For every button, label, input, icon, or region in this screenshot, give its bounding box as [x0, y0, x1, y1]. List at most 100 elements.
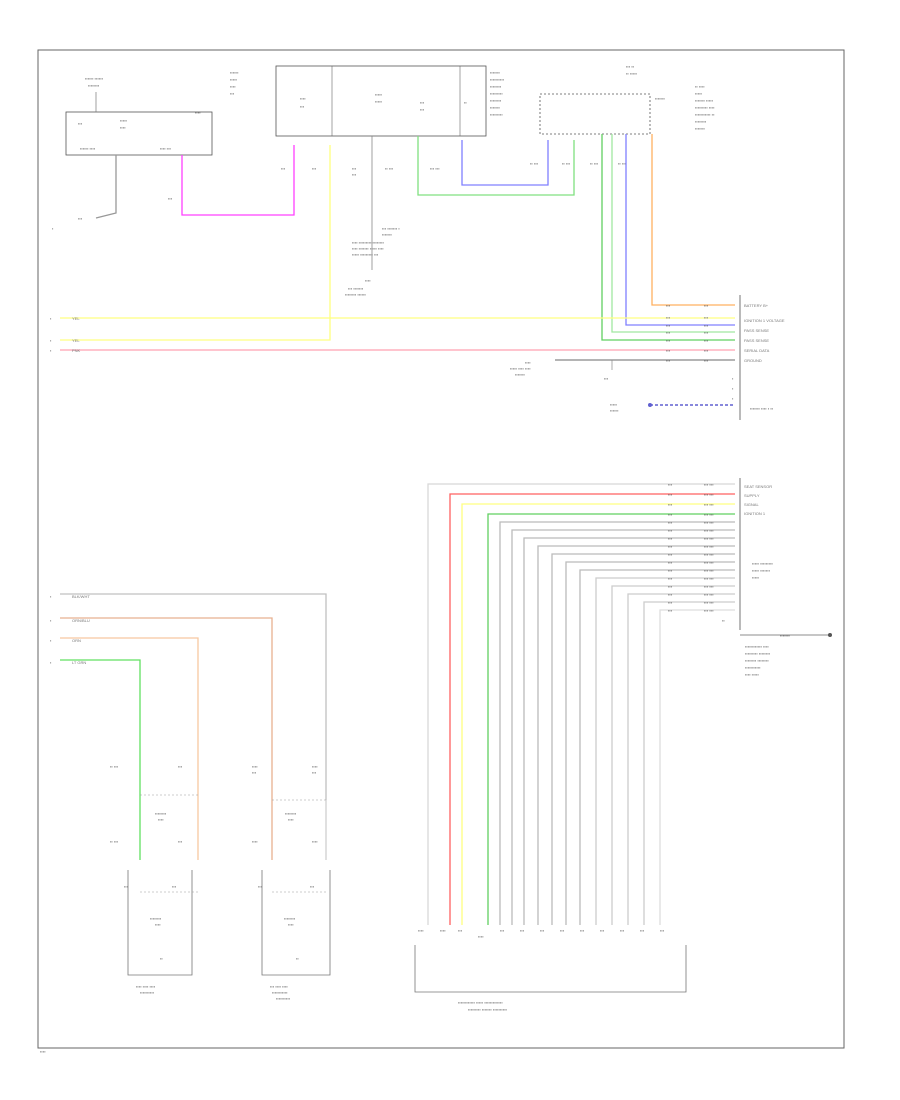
svg-text:▪▪▪ ▪▪: ▪▪▪ ▪▪ [626, 64, 635, 69]
svg-text:▪▪▪: ▪▪▪ [666, 338, 671, 343]
svg-text:▪▪▪: ▪▪▪ [178, 839, 183, 844]
svg-text:▪▪▪: ▪▪▪ [124, 884, 129, 889]
svg-text:▪▪▪: ▪▪▪ [420, 100, 425, 105]
svg-text:▪▪ ▪▪▪: ▪▪ ▪▪▪ [385, 166, 394, 171]
svg-text:▪▪▪▪: ▪▪▪▪ [288, 922, 294, 927]
svg-text:▪▪▪: ▪▪▪ [620, 928, 625, 933]
svg-text:▪▪▪ ▪▪▪: ▪▪▪ ▪▪▪ [704, 608, 714, 613]
svg-text:▪▪▪▪▪: ▪▪▪▪▪ [695, 91, 703, 96]
wire-gray-ground [95, 155, 117, 219]
svg-text:▪▪▪▪▪▪▪▪: ▪▪▪▪▪▪▪▪ [150, 916, 162, 921]
svg-text:▪▪▪ ▪▪▪: ▪▪▪ ▪▪▪ [704, 544, 714, 549]
svg-text:▪▪▪▪▪▪ ▪▪▪▪: ▪▪▪▪▪▪ ▪▪▪▪ [80, 146, 96, 151]
svg-text:▪▪ ▪▪▪: ▪▪ ▪▪▪ [618, 161, 627, 166]
svg-text:▪▪▪: ▪▪▪ [666, 330, 671, 335]
svg-text:▪▪▪ ▪▪▪: ▪▪▪ ▪▪▪ [704, 528, 714, 533]
svg-text:▪▪▪: ▪▪▪ [640, 928, 645, 933]
svg-text:▪▪▪ ▪▪▪▪ ▪▪▪▪: ▪▪▪ ▪▪▪▪ ▪▪▪▪ [270, 984, 288, 989]
svg-text:▪▪▪▪▪▪: ▪▪▪▪▪▪ [230, 70, 239, 75]
svg-text:▪▪▪▪▪▪▪: ▪▪▪▪▪▪▪ [780, 633, 791, 638]
svg-text:▪▪▪▪▪▪▪▪▪▪: ▪▪▪▪▪▪▪▪▪▪ [140, 990, 155, 995]
svg-text:▪▪▪: ▪▪▪ [78, 216, 83, 221]
svg-text:▪▪▪▪▪ ▪▪▪▪▪▪▪: ▪▪▪▪▪ ▪▪▪▪▪▪▪ [752, 568, 771, 573]
svg-text:▪▪▪ ▪▪▪: ▪▪▪ ▪▪▪ [704, 536, 714, 541]
svg-text:▪: ▪ [50, 660, 52, 665]
svg-text:▪▪▪: ▪▪▪ [668, 552, 673, 557]
wire-orange-battery [651, 134, 735, 306]
svg-text:▪▪▪: ▪▪▪ [660, 928, 665, 933]
svg-text:▪▪▪▪▪▪ ▪▪▪▪▪▪: ▪▪▪▪▪▪ ▪▪▪▪▪▪ [85, 76, 104, 81]
svg-text:▪▪▪: ▪▪▪ [668, 608, 673, 613]
svg-text:▪▪▪▪▪▪▪: ▪▪▪▪▪▪▪ [655, 96, 666, 101]
svg-text:▪▪▪: ▪▪▪ [666, 303, 671, 308]
svg-text:▪▪▪: ▪▪▪ [500, 928, 505, 933]
label-ground: GROUND [744, 358, 762, 363]
svg-text:▪▪▪: ▪▪▪ [704, 338, 709, 343]
svg-text:▪▪▪ ▪▪▪: ▪▪▪ ▪▪▪ [704, 600, 714, 605]
svg-text:▪▪▪: ▪▪▪ [352, 172, 357, 177]
label-blk-wht: BLK/WHT [72, 594, 90, 599]
svg-text:▪▪▪: ▪▪▪ [420, 107, 425, 112]
svg-text:▪▪▪▪: ▪▪▪▪ [312, 764, 318, 769]
svg-text:▪▪▪▪▪▪▪: ▪▪▪▪▪▪▪ [382, 232, 393, 237]
svg-text:▪▪: ▪▪ [160, 956, 163, 961]
svg-text:▪▪▪: ▪▪▪ [312, 166, 317, 171]
label-yel-2: YEL [72, 338, 80, 343]
svg-text:▪▪▪: ▪▪▪ [540, 928, 545, 933]
svg-text:▪: ▪ [732, 396, 734, 401]
svg-text:▪: ▪ [52, 226, 54, 231]
svg-text:▪▪▪▪: ▪▪▪▪ [195, 110, 201, 115]
top-left-module: ▪▪▪▪▪▪ ▪▪▪▪▪▪ ▪▪▪▪▪▪▪▪ ▪▪▪ ▪▪▪▪▪ ▪▪▪▪ ▪▪… [65, 76, 213, 156]
label-supply: SUPPLY [744, 493, 760, 498]
svg-text:▪▪ ▪▪▪: ▪▪ ▪▪▪ [110, 839, 119, 844]
svg-text:▪▪▪: ▪▪▪ [668, 600, 673, 605]
svg-text:▪▪▪▪: ▪▪▪▪ [365, 278, 371, 283]
footer-code: ▪▪▪▪ [40, 1049, 46, 1054]
svg-text:▪▪▪▪▪: ▪▪▪▪▪ [375, 92, 383, 97]
right-bank-lower-labels: SEAT SENSOR SUPPLY SIGNAL IGNITION 1 [744, 484, 772, 516]
label-ign1b: IGNITION 1 [744, 511, 766, 516]
svg-text:▪▪▪▪▪▪▪▪▪▪▪▪ ▪▪▪▪▪ ▪▪▪▪▪▪▪▪▪▪▪: ▪▪▪▪▪▪▪▪▪▪▪▪ ▪▪▪▪▪ ▪▪▪▪▪▪▪▪▪▪▪▪▪ [458, 1000, 503, 1005]
svg-text:▪▪▪▪▪▪▪ ▪▪▪▪▪: ▪▪▪▪▪▪▪ ▪▪▪▪▪ [695, 98, 714, 103]
svg-text:▪▪▪▪: ▪▪▪▪ [418, 928, 424, 933]
svg-text:▪▪▪▪▪▪▪▪▪: ▪▪▪▪▪▪▪▪▪ [490, 91, 503, 96]
right-module: ▪ ▪ ▪ ▪▪▪▪▪▪▪▪▪▪▪▪ ▪▪▪▪ ▪▪▪▪▪▪▪▪▪ ▪▪▪▪▪▪… [732, 295, 774, 677]
svg-text:▪▪▪▪▪▪▪ ▪▪▪▪ ▪ ▪▪: ▪▪▪▪▪▪▪ ▪▪▪▪ ▪ ▪▪ [750, 406, 774, 411]
svg-text:▪▪ ▪▪▪▪: ▪▪ ▪▪▪▪ [695, 84, 705, 89]
svg-text:▪▪▪ ▪▪▪: ▪▪▪ ▪▪▪ [704, 512, 714, 517]
svg-text:▪▪▪▪▪: ▪▪▪▪▪ [230, 77, 238, 82]
label-orn-blu: ORN/BLU [72, 618, 90, 623]
svg-text:▪▪▪: ▪▪▪ [666, 358, 671, 363]
svg-text:▪▪▪: ▪▪▪ [560, 928, 565, 933]
svg-text:▪▪▪▪▪▪▪▪ ▪▪▪▪▪▪▪▪: ▪▪▪▪▪▪▪▪ ▪▪▪▪▪▪▪▪ [745, 658, 769, 663]
svg-text:▪▪▪▪▪▪▪▪▪▪▪: ▪▪▪▪▪▪▪▪▪▪▪ [745, 665, 761, 670]
svg-text:▪: ▪ [50, 348, 52, 353]
svg-text:▪▪▪ ▪▪▪: ▪▪▪ ▪▪▪ [704, 552, 714, 557]
svg-text:▪▪▪: ▪▪▪ [580, 928, 585, 933]
svg-text:▪▪▪▪ ▪▪▪▪▪▪▪ ▪▪▪▪▪ ▪▪▪▪: ▪▪▪▪ ▪▪▪▪▪▪▪ ▪▪▪▪▪ ▪▪▪▪ [352, 246, 384, 251]
svg-text:▪▪▪▪: ▪▪▪▪ [525, 360, 531, 365]
svg-text:▪▪▪: ▪▪▪ [520, 928, 525, 933]
svg-text:▪▪▪ ▪▪▪: ▪▪▪ ▪▪▪ [704, 584, 714, 589]
bottom-left-switch-1: ▪▪ ▪▪▪ ▪▪▪ ▪▪▪▪▪▪▪▪ ▪▪▪▪ ▪▪ ▪▪▪ ▪▪▪ ▪▪▪ … [110, 764, 198, 995]
svg-text:▪▪▪: ▪▪▪ [666, 315, 671, 320]
svg-text:▪▪▪▪▪▪▪▪▪▪▪: ▪▪▪▪▪▪▪▪▪▪▪ [272, 990, 288, 995]
svg-text:▪▪▪: ▪▪▪ [704, 323, 709, 328]
svg-text:▪▪▪▪: ▪▪▪▪ [252, 764, 258, 769]
svg-text:▪: ▪ [50, 338, 52, 343]
svg-text:▪▪▪▪: ▪▪▪▪ [478, 934, 484, 939]
svg-text:▪▪▪▪▪▪▪▪: ▪▪▪▪▪▪▪▪ [285, 811, 297, 816]
svg-text:▪▪▪▪▪▪▪▪ ▪▪▪▪▪▪: ▪▪▪▪▪▪▪▪ ▪▪▪▪▪▪ [345, 292, 367, 297]
svg-text:▪▪▪▪▪ ▪▪▪▪▪▪▪▪▪: ▪▪▪▪▪ ▪▪▪▪▪▪▪▪▪ [752, 561, 774, 566]
right-top-connector: ▪▪▪ ▪▪ ▪▪ ▪▪▪▪▪ ▪▪▪▪▪▪▪ ▪▪ ▪▪▪▪ ▪▪▪▪▪ ▪▪… [530, 64, 715, 166]
svg-text:▪▪▪▪▪: ▪▪▪▪▪ [375, 99, 383, 104]
wire-blue-loop [461, 140, 549, 186]
wire-lightgreen-pass2 [611, 134, 735, 333]
svg-text:▪▪▪▪▪▪▪▪: ▪▪▪▪▪▪▪▪ [695, 119, 707, 124]
svg-text:▪▪▪: ▪▪▪ [178, 764, 183, 769]
svg-text:▪▪▪▪▪▪▪▪▪ ▪▪▪▪: ▪▪▪▪▪▪▪▪▪ ▪▪▪▪ [695, 105, 715, 110]
bottom-center-module: ▪▪▪▪ ▪▪▪▪ ▪▪▪ ▪▪▪▪ ▪▪▪ ▪▪▪ ▪▪▪ ▪▪▪ ▪▪▪ ▪… [414, 928, 687, 1012]
svg-text:▪▪▪: ▪▪▪ [168, 196, 173, 201]
svg-text:▪▪▪▪: ▪▪▪▪ [300, 96, 306, 101]
svg-text:▪▪▪: ▪▪▪ [668, 584, 673, 589]
